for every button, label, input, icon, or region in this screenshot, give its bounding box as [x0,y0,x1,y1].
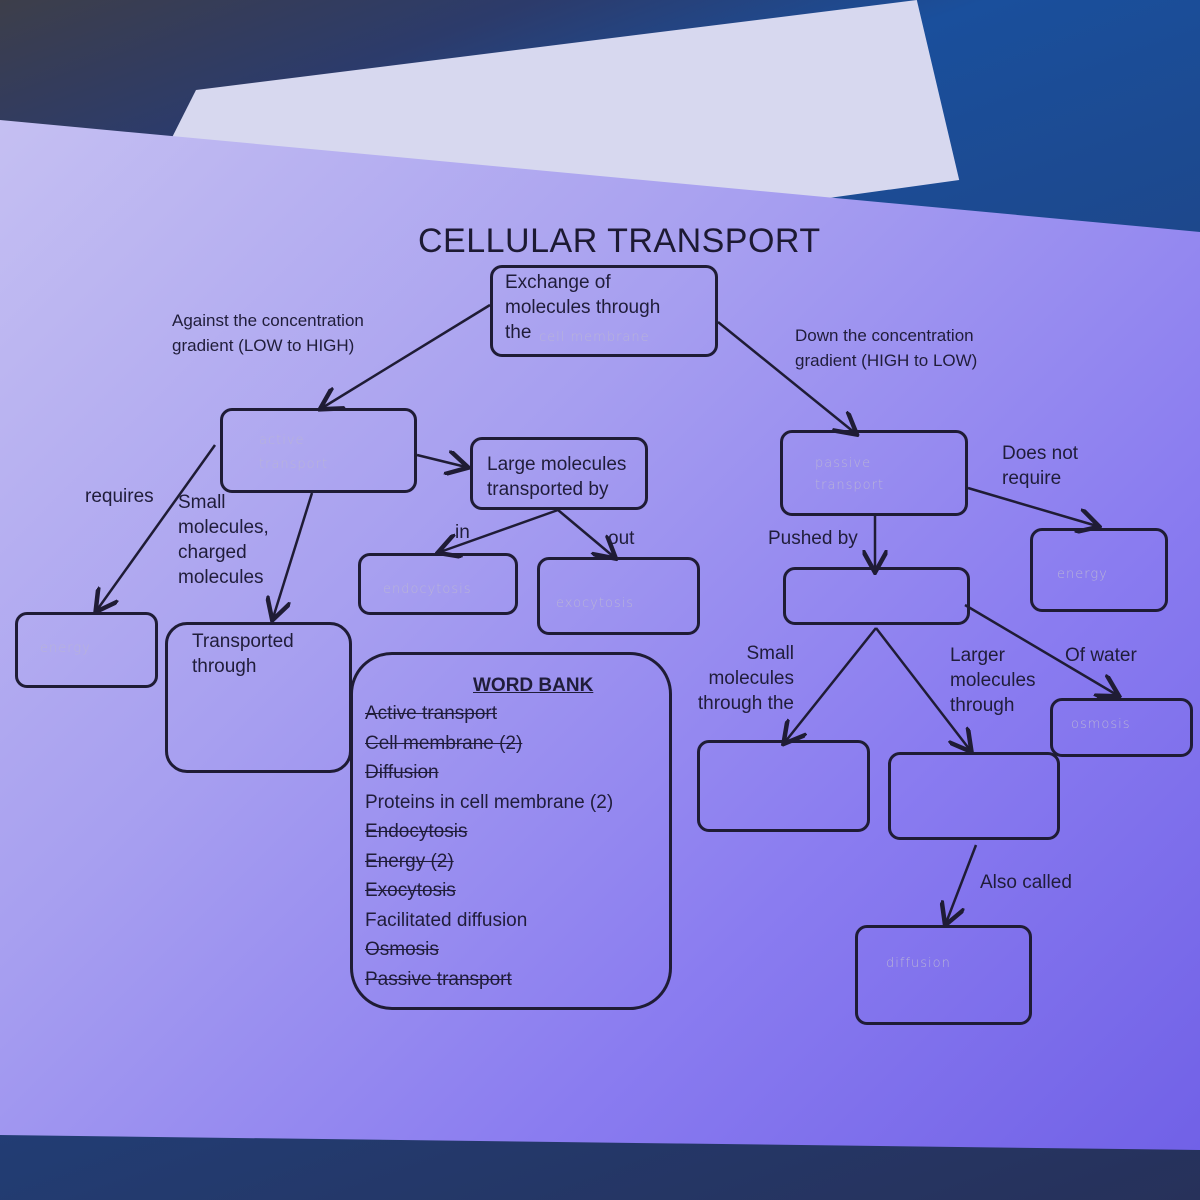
label-small-through: Small molecules through the [697,643,794,714]
node-energy-left-answer[interactable]: energy [40,641,91,656]
node-passive-answer[interactable]: passive transport [815,456,885,493]
arrow-active-transported [273,492,314,618]
node-root: Exchange of molecules through the cell m… [490,265,718,357]
label-against: Against the concentration gradient (LOW … [172,311,364,355]
label-in: in [455,522,470,543]
word-bank-item: Active transport [365,703,497,724]
arrow-pushed-small [785,627,877,742]
node-root-answer[interactable]: cell membrane [539,330,650,345]
node-pushed-box[interactable] [783,567,970,625]
node-exocytosis: exocytosis [537,557,700,635]
node-large: Large molecules transported by [470,437,648,510]
arrow-larger-diffusion [946,844,978,923]
node-passive: passive transport [780,430,968,516]
word-bank-title: WORD BANK [473,675,594,696]
word-bank-list: Active transport Cell membrane (2) Diffu… [365,699,613,994]
node-energy-right-answer[interactable]: energy [1057,567,1108,582]
label-pushed-by: Pushed by [768,528,858,549]
arrow-root-passive [717,321,855,433]
node-osmosis-answer[interactable]: osmosis [1071,717,1131,732]
node-active: active transport [220,408,417,493]
node-large-text: Large molecules transported by [487,454,627,500]
label-down: Down the concentration gradient (HIGH to… [795,326,978,370]
page-title: CELLULAR TRANSPORT [418,222,821,260]
label-of-water: Of water [1065,645,1137,666]
word-bank-item: Exocytosis [365,880,456,901]
arrow-active-energy [97,444,217,610]
label-does-not-require: Does not require [1002,443,1079,489]
node-osmosis: osmosis [1050,698,1193,757]
node-exocytosis-answer[interactable]: exocytosis [556,596,635,611]
node-endocytosis-answer[interactable]: endocytosis [383,582,472,597]
arrow-root-active [322,303,491,408]
node-transported-through: Transported through [165,622,352,773]
word-bank-item: Facilitated diffusion [365,909,528,931]
label-requires: requires [85,486,154,507]
word-bank-item: Energy (2) [365,850,454,872]
label-also-called: Also called [980,872,1072,893]
word-bank-item: Proteins in cell membrane (2) [365,791,614,813]
node-active-answer[interactable]: active transport [259,433,329,472]
node-diffusion: diffusion [855,925,1032,1025]
label-larger-through: Larger molecules through [950,645,1036,716]
label-out: out [608,528,635,549]
arrow-large-exo [557,509,614,557]
word-bank-item: Endocytosis [365,821,468,842]
arrow-pushed-larger [875,627,970,750]
word-bank-item: Cell membrane (2) [365,732,523,754]
word-bank-item: Passive transport [365,968,512,990]
node-larger-box[interactable] [888,752,1060,840]
node-diffusion-answer[interactable]: diffusion [886,956,951,971]
node-energy-left: energy [15,612,158,688]
node-small-box[interactable] [697,740,870,832]
word-bank-item: Osmosis [365,939,439,960]
word-bank-item: Diffusion [365,762,439,783]
node-root-text: Exchange of molecules through the [505,272,661,343]
label-small-charged: Small molecules, charged molecules [178,492,269,588]
word-bank: WORD BANK Active transport Cell membrane… [350,652,672,1010]
arrow-active-large [416,455,466,467]
arrow-large-endo [440,508,559,552]
node-energy-right: energy [1030,528,1168,612]
arrow-passive-energy [967,486,1097,526]
node-transported-text: Transported through [192,631,294,677]
arrow-pushed-osmosis [964,603,1117,695]
node-endocytosis: endocytosis [358,553,518,615]
